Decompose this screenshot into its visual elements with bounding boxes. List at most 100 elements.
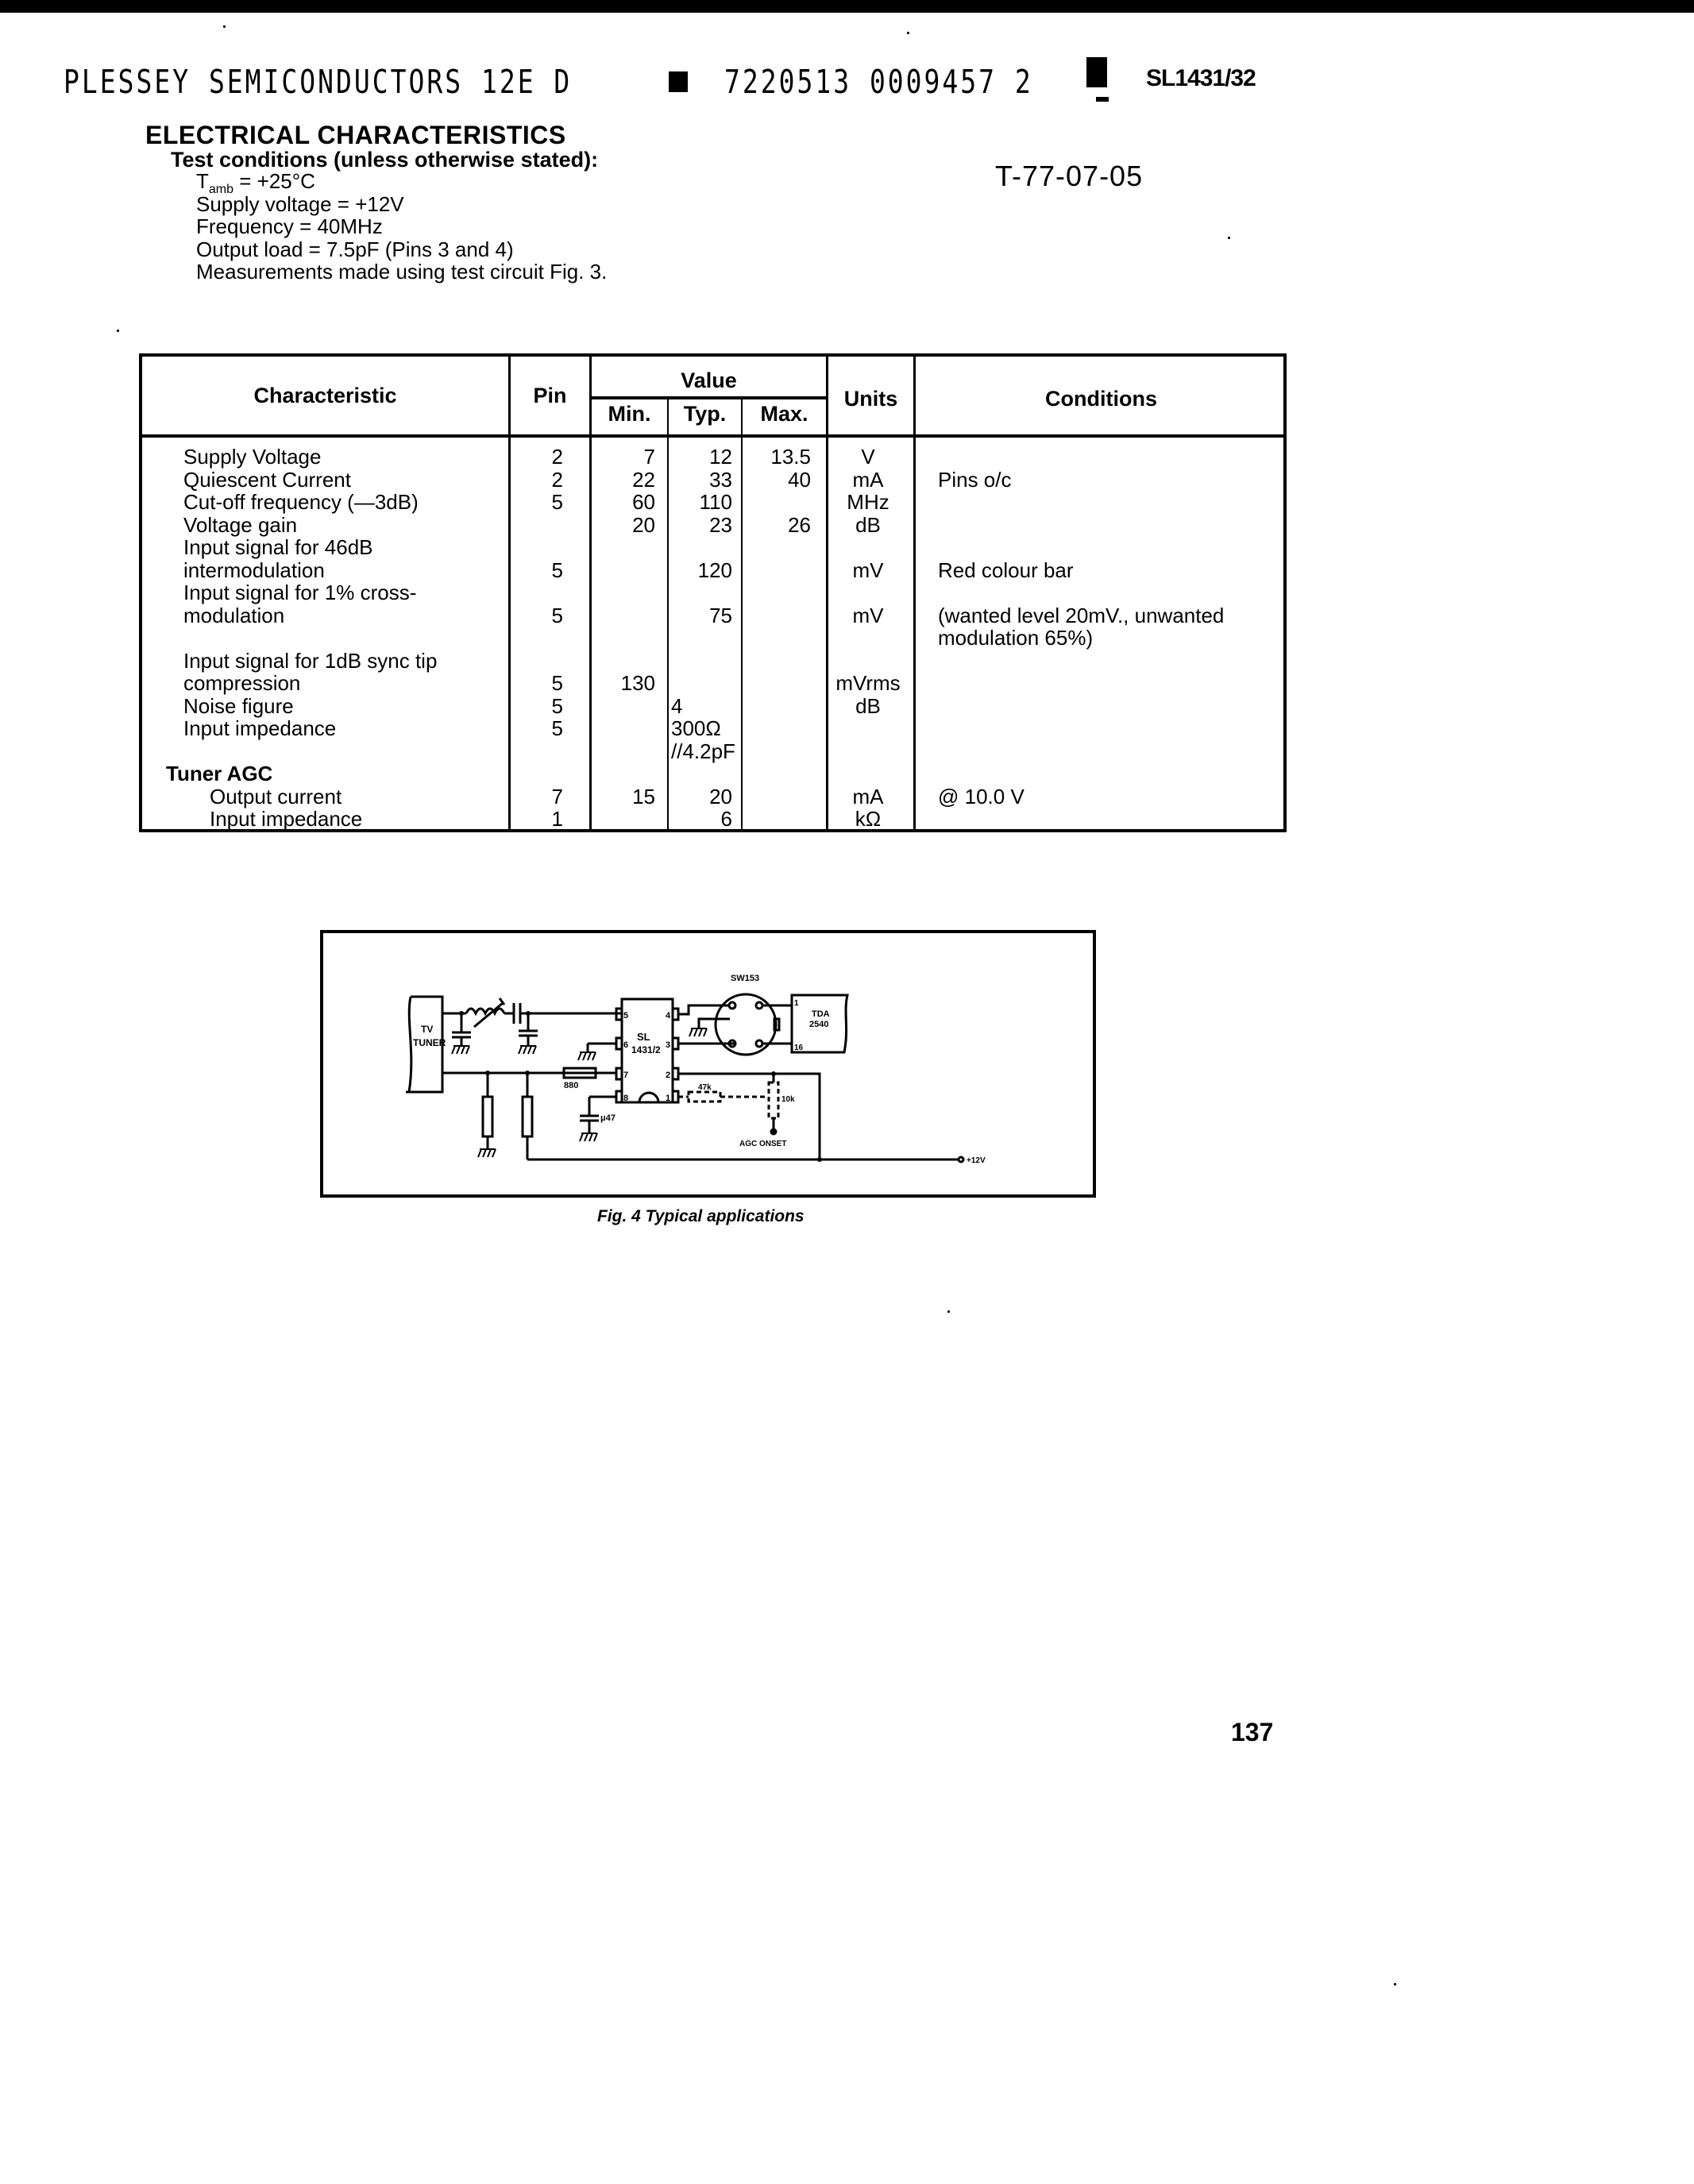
table-cell-conditions: modulation 65%) (938, 626, 1094, 650)
scan-speck (223, 25, 226, 28)
table-cell-typ: 120 (697, 558, 732, 582)
table-cell-typ: 110 (699, 490, 732, 514)
table-cell-min: 7 (643, 445, 655, 469)
table-cell-characteristic: Input impedance (183, 716, 337, 740)
table-cell-min: 20 (632, 512, 655, 537)
svg-text:TDA: TDA (812, 1009, 830, 1019)
table-cell-characteristic: Input signal for 1dB sync tip (183, 648, 438, 673)
table-cell-min: 130 (620, 671, 655, 695)
tv-tuner-block (406, 995, 444, 1094)
table-cell-units: kΩ (855, 807, 882, 831)
table-cell-pin: 1 (551, 807, 563, 831)
header-code: 7220513 0009457 2 (724, 62, 1033, 101)
table-cell-characteristic: modulation (183, 603, 285, 627)
table-cell-characteristic: compression (183, 671, 301, 695)
table-cell-characteristic: Quiescent Current (183, 467, 351, 492)
svg-text:3: 3 (666, 1040, 670, 1050)
table-cell-pin: 5 (551, 490, 563, 514)
table-cell-units: mV (852, 558, 884, 582)
table-cell-pin: 5 (551, 716, 563, 740)
scan-top-band (0, 0, 1694, 13)
table-cell-typ: //4.2pF (671, 739, 735, 763)
table-cell-characteristic: Noise figure (183, 693, 294, 718)
scan-speck (907, 32, 909, 34)
table-cell-units: dB (855, 693, 881, 718)
table-cell-typ: 12 (709, 445, 732, 469)
table-cell-min: 22 (632, 467, 655, 492)
table-cell-units: MHz (847, 490, 889, 514)
table-cell-typ: 20 (709, 784, 732, 808)
header-characteristic: Characteristic (253, 384, 397, 407)
label-tuner: TUNER (413, 1037, 446, 1048)
header-max: Max. (760, 402, 808, 426)
publisher-header: PLESSEY SEMICONDUCTORS 12E D (64, 62, 573, 101)
svg-text:+12V: +12V (967, 1156, 986, 1165)
header-typ: Typ. (683, 402, 727, 426)
test-conditions-heading: Test conditions (unless otherwise stated… (171, 148, 599, 172)
svg-text:47k: 47k (698, 1083, 712, 1092)
table-cell-pin: 2 (551, 445, 563, 469)
figure-typical-application: TV TUNER SL 1431/2 5 6 7 8 4 3 2 1 880 μ… (320, 930, 1096, 1198)
header-block-mark-2 (1086, 57, 1107, 87)
svg-text:16: 16 (794, 1044, 804, 1052)
condition-supply-voltage: Supply voltage = +12V (196, 192, 404, 216)
condition-frequency: Frequency = 40MHz (196, 214, 383, 238)
header-units: Units (843, 387, 898, 411)
header-divider (142, 434, 1283, 438)
value-subheader-divider (589, 396, 828, 399)
table-cell-characteristic: Input impedance (210, 807, 363, 831)
scan-speck (117, 330, 119, 332)
svg-text:7: 7 (623, 1071, 628, 1080)
condition-output-load: Output load = 7.5pF (Pins 3 and 4) (196, 237, 514, 261)
table-cell-pin: 5 (551, 671, 563, 695)
table-cell-min: 15 (632, 784, 655, 808)
table-cell-typ: 33 (709, 467, 732, 492)
table-cell-conditions: Pins o/c (938, 467, 1012, 492)
table-cell-typ: 300Ω (671, 716, 721, 740)
table-cell-characteristic: Input signal for 46dB (183, 535, 373, 559)
svg-text:2: 2 (666, 1071, 670, 1080)
table-cell-pin: 5 (551, 558, 563, 582)
table-cell-characteristic: Tuner AGC (166, 762, 273, 785)
svg-text:1: 1 (794, 999, 799, 1008)
header-conditions: Conditions (1045, 387, 1157, 411)
table-cell-typ: 75 (709, 603, 732, 627)
table-cell-pin: 5 (551, 693, 563, 718)
section-title: ELECTRICAL CHARACTERISTICS (145, 121, 566, 149)
svg-text:AGC ONSET: AGC ONSET (739, 1140, 786, 1148)
scan-speck (1394, 1983, 1396, 1985)
condition-measurements: Measurements made using test circuit Fig… (196, 260, 608, 284)
table-cell-characteristic: intermodulation (183, 558, 325, 582)
svg-text:6: 6 (623, 1040, 628, 1050)
table-cell-typ: 4 (671, 693, 683, 718)
header-value: Value (681, 369, 737, 392)
col-divider (667, 398, 669, 829)
table-cell-characteristic: Supply Voltage (183, 445, 322, 469)
scan-speck (1228, 237, 1230, 239)
table-cell-max: 13.5 (770, 445, 811, 469)
schematic-diagram: TV TUNER SL 1431/2 5 6 7 8 4 3 2 1 880 μ… (406, 974, 986, 1165)
svg-text:8: 8 (623, 1094, 628, 1103)
svg-text:SL: SL (637, 1031, 650, 1043)
header-min: Min. (608, 402, 651, 426)
tda2540-block (790, 994, 849, 1054)
svg-text:SW153: SW153 (731, 974, 759, 983)
table-cell-conditions: (wanted level 20mV., unwanted (938, 603, 1225, 627)
characteristics-table: Characteristic Pin Value Min. Typ. Max. … (139, 353, 1287, 832)
svg-text:880: 880 (564, 1081, 578, 1090)
table-cell-pin: 5 (551, 603, 563, 627)
svg-text:1: 1 (666, 1094, 670, 1103)
sl1431-ic-body (620, 997, 674, 1104)
table-cell-units: V (861, 445, 875, 469)
table-cell-characteristic: Voltage gain (183, 512, 298, 537)
page-number: 137 (1231, 1718, 1274, 1746)
col-divider (741, 398, 743, 829)
table-cell-pin: 7 (551, 784, 563, 808)
table-cell-units: dB (855, 512, 881, 537)
svg-text:4: 4 (666, 1011, 671, 1021)
figure-caption: Fig. 4 Typical applications (597, 1207, 805, 1225)
header-block-mark-3 (1096, 97, 1109, 102)
table-cell-conditions: Red colour bar (938, 558, 1074, 582)
col-divider (589, 357, 592, 829)
table-cell-typ: 23 (709, 512, 732, 537)
